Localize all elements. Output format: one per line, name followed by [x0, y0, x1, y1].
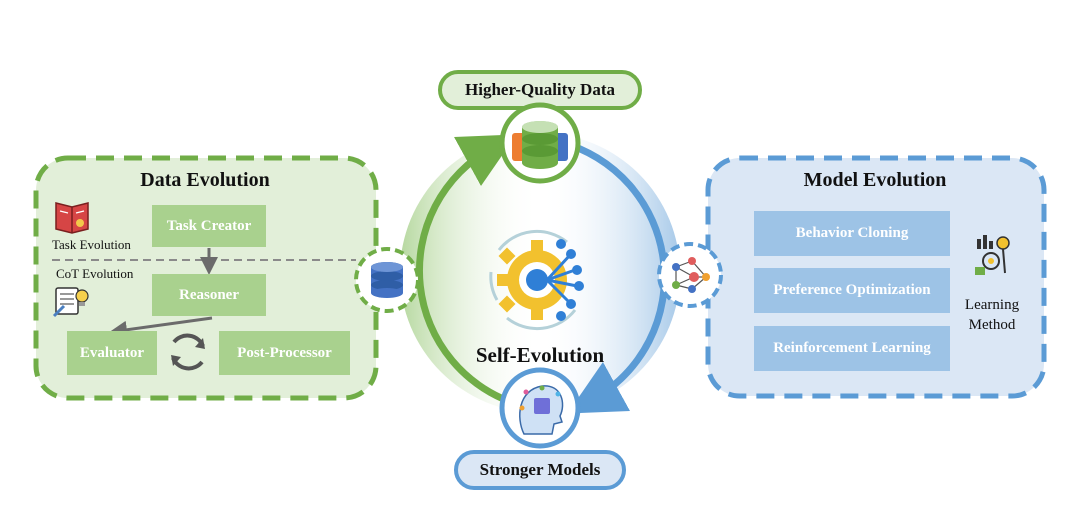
higher-quality-data-label: Higher-Quality Data [465, 80, 615, 99]
data-evolution-title: Data Evolution [140, 168, 270, 191]
preference-optimization-box: Preference Optimization [754, 268, 950, 313]
stronger-models-label: Stronger Models [479, 460, 601, 479]
stronger-models-pill [454, 450, 626, 490]
evaluator-box: Evaluator [67, 331, 157, 375]
notes-lightbulb-icon [52, 287, 89, 318]
reasoner-box: Reasoner [152, 274, 266, 316]
cot-evolution-label: CoT Evolution [56, 266, 134, 281]
self-evolution-label: Self-Evolution [475, 342, 605, 367]
book-icon [55, 202, 89, 234]
post-processor-box: Post-Processor [219, 331, 350, 375]
task-evolution-label: Task Evolution [52, 237, 131, 252]
reinforcement-learning-box: Reinforcement Learning [754, 326, 950, 371]
model-evolution-title: Model Evolution [803, 168, 947, 191]
network-icon [657, 242, 723, 308]
green-cycle-arrow [416, 134, 521, 409]
cycle-icon [171, 333, 205, 371]
arrow-reasoner-to-evaluator [109, 316, 213, 339]
ai-head-icon [499, 367, 581, 449]
task-creator-box: Task Creator [152, 205, 266, 247]
behavior-cloning-box: Behavior Cloning [754, 211, 950, 256]
database-icon [354, 247, 420, 313]
learning-method-icon [975, 235, 1010, 275]
stacked-data-icon [499, 102, 581, 184]
learning-method-label: Learning Method [964, 297, 1020, 333]
